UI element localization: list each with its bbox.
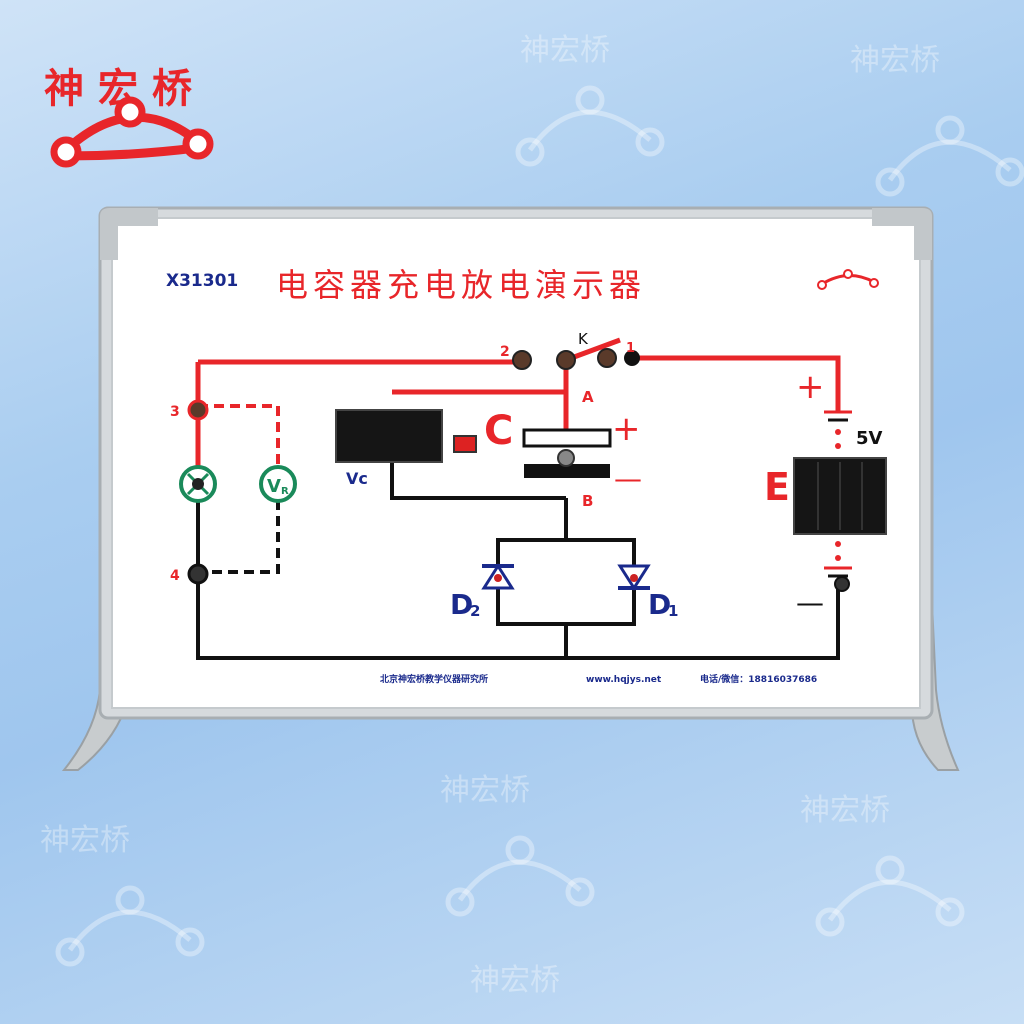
switch-label: K	[578, 330, 589, 348]
battery-label: E	[764, 465, 790, 509]
dashed-red-wire	[198, 404, 280, 470]
battery-minus: —	[796, 586, 824, 619]
logo-node	[114, 96, 146, 128]
red-wires	[195, 337, 841, 478]
watermark-logo	[875, 115, 1024, 197]
terminal-4[interactable]	[187, 563, 209, 585]
vc-label: Vc	[346, 469, 368, 488]
diode-d2-label: D	[450, 588, 473, 621]
point-b-label: B	[582, 492, 593, 510]
battery-plus: +	[796, 367, 825, 407]
watermark-text: 神宏桥	[440, 773, 530, 808]
footer-website: www.hqjys.net	[586, 675, 662, 685]
capacitor-terminal[interactable]	[557, 449, 575, 467]
dashed-black-wire	[198, 500, 280, 574]
lamp-meter	[179, 465, 217, 503]
footer-contact: 电话/微信：18816037686	[700, 673, 817, 685]
terminal-3[interactable]	[187, 399, 209, 421]
footer-institute: 北京神宏桥教学仪器研究所	[380, 673, 488, 685]
battery-dots-top	[835, 429, 841, 449]
logo-node	[182, 128, 214, 160]
vc-display	[335, 409, 443, 463]
diode-d1-label: D	[648, 588, 671, 621]
terminal-2-label: 2	[500, 344, 510, 360]
switch-pivot[interactable]	[556, 350, 576, 370]
watermark-text: 神宏桥	[470, 963, 560, 998]
battery-dots-bottom	[835, 541, 841, 561]
frame-corner	[100, 208, 158, 260]
watermark-logo	[815, 855, 965, 937]
brand-logo: 神宏桥	[44, 66, 214, 168]
board-surface	[111, 217, 921, 709]
watermark-logo	[55, 885, 205, 967]
terminal-4-label: 4	[170, 568, 180, 584]
board-title: 电容器充电放电演示器	[276, 266, 646, 304]
diode-d2	[481, 563, 515, 590]
watermark-logo	[445, 835, 595, 917]
diode-d1-sub: 1	[668, 602, 678, 620]
battery-neg-terminal[interactable]	[834, 576, 850, 592]
terminal-2[interactable]	[512, 350, 532, 370]
capacitor-plus: +	[612, 409, 641, 449]
capacitor-bottom-plate	[524, 464, 610, 478]
capacitor-top-plate	[522, 428, 612, 448]
board-small-logo	[817, 269, 879, 290]
model-number: X31301	[166, 271, 238, 291]
voltmeter-vr-sub: R	[281, 486, 289, 497]
diode-d1	[617, 564, 651, 591]
terminal-1[interactable]	[597, 348, 640, 368]
terminal-1-label: 1	[626, 341, 635, 356]
voltmeter-vr: V R	[259, 465, 297, 503]
voltage-label: 5V	[856, 428, 883, 449]
capacitor-minus: —	[614, 462, 642, 495]
watermark-text: 神宏桥	[520, 33, 610, 68]
logo-node	[50, 136, 82, 168]
frame-corner	[872, 208, 932, 260]
capacitor-label: C	[484, 408, 513, 454]
watermark-text: 神宏桥	[40, 823, 130, 858]
battery-holder	[793, 457, 887, 535]
point-a-label: A	[582, 388, 594, 406]
voltmeter-vr-label: V	[267, 476, 281, 497]
diode-d2-sub: 2	[470, 602, 480, 620]
watermark-logo	[515, 85, 665, 167]
watermark-text: 神宏桥	[850, 43, 940, 78]
vc-indicator	[453, 435, 477, 453]
watermark-text: 神宏桥	[800, 793, 890, 828]
terminal-3-label: 3	[170, 404, 180, 420]
